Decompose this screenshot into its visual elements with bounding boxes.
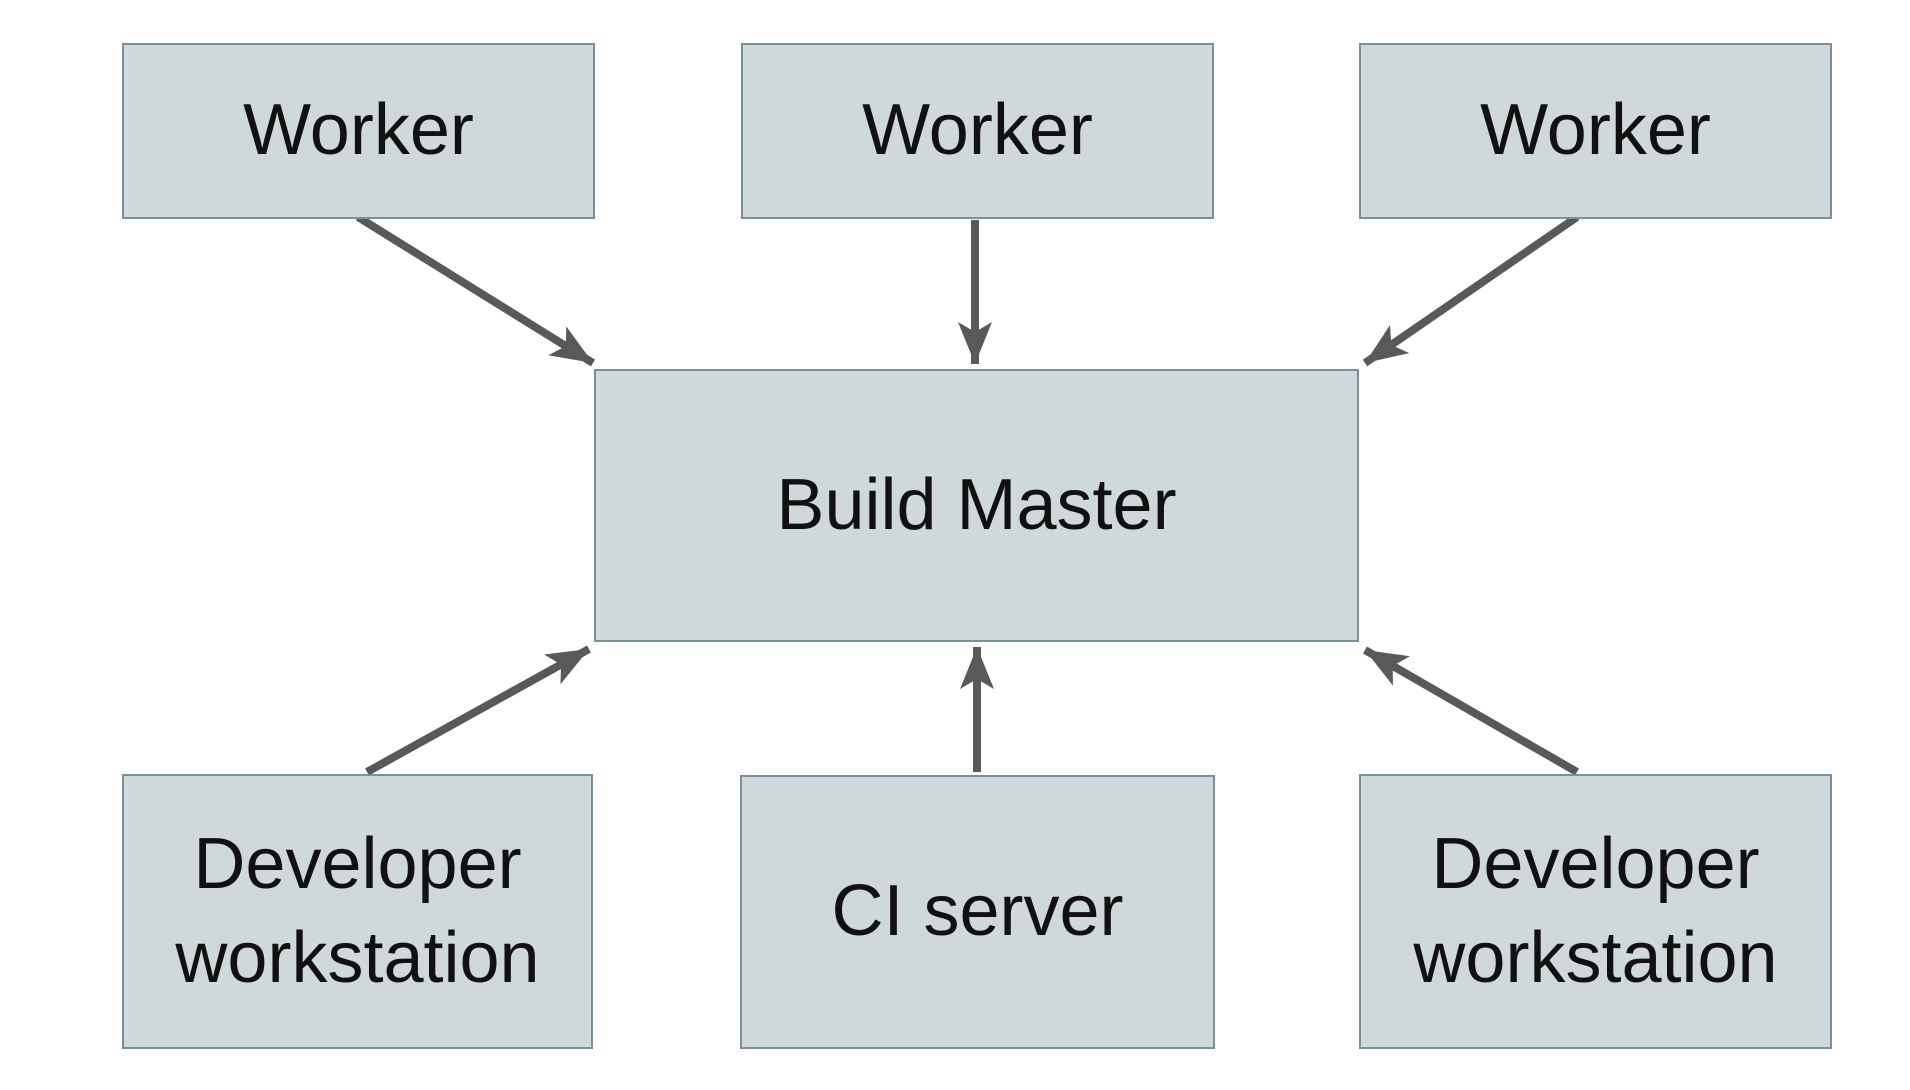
node-developer-workstation-left-label: Developer workstation — [175, 823, 540, 998]
node-build-master-label: Build Master — [776, 464, 1177, 545]
node-worker-2-label: Worker — [862, 90, 1093, 171]
arrow-developer-workstation-right-to-build-master — [1363, 646, 1579, 776]
arrow-developer-workstation-left-to-build-master — [365, 645, 591, 776]
node-developer-workstation-right-label: Developer workstation — [1413, 823, 1778, 998]
arrow-worker-3-to-build-master — [1362, 213, 1580, 367]
node-worker-1: Worker — [122, 43, 595, 219]
node-ci-server: CI server — [740, 775, 1215, 1049]
arrow-worker-1-to-build-master — [355, 213, 596, 367]
node-ci-server-label: CI server — [831, 871, 1124, 952]
node-worker-2: Worker — [741, 43, 1214, 219]
node-worker-3: Worker — [1359, 43, 1832, 219]
node-developer-workstation-left: Developer workstation — [122, 774, 593, 1049]
node-worker-1-label: Worker — [243, 90, 474, 171]
node-worker-3-label: Worker — [1480, 90, 1711, 171]
node-developer-workstation-right: Developer workstation — [1359, 774, 1832, 1049]
node-build-master: Build Master — [594, 369, 1359, 642]
